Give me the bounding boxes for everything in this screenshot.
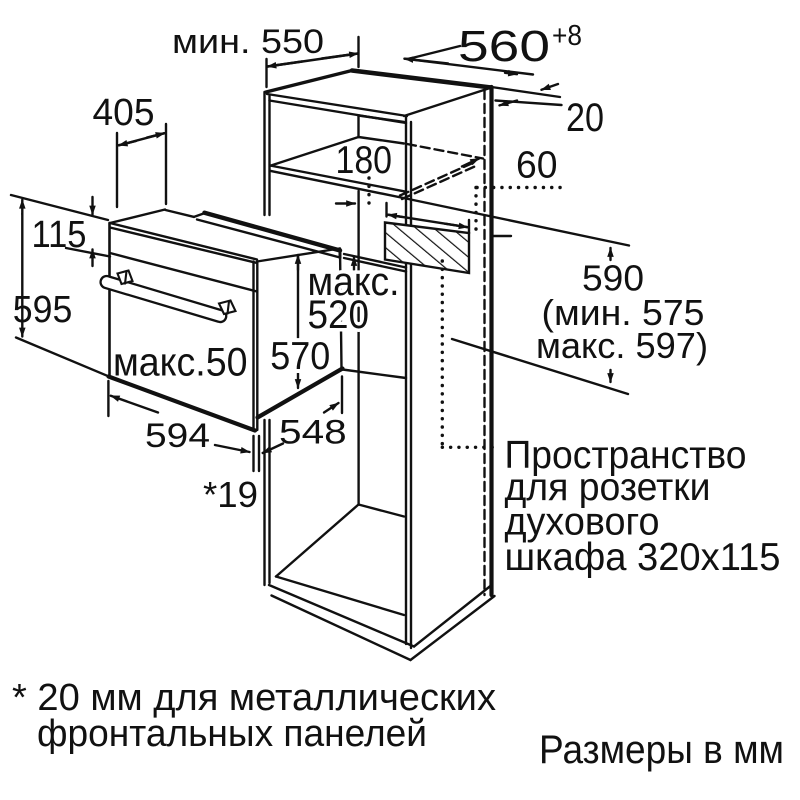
svg-text:*19: *19 [203, 474, 258, 515]
svg-text:для розетки: для розетки [505, 466, 711, 509]
svg-text:шкафа 320x115: шкафа 320x115 [505, 536, 781, 579]
svg-text:Размеры в мм: Размеры в мм [539, 728, 784, 772]
svg-text:* 20 мм для металлических: * 20 мм для металлических [12, 677, 496, 719]
svg-text:590: 590 [582, 258, 644, 299]
svg-text:макс. 597): макс. 597) [536, 325, 708, 366]
svg-text:594: 594 [145, 417, 210, 455]
svg-text:+8: +8 [552, 20, 582, 52]
svg-text:180: 180 [336, 139, 393, 182]
svg-text:405: 405 [93, 92, 155, 134]
svg-text:520: 520 [308, 293, 370, 337]
svg-text:макс.50: макс.50 [113, 341, 248, 385]
svg-text:(мин. 575: (мин. 575 [542, 292, 705, 333]
svg-text:570: 570 [270, 335, 330, 378]
svg-text:595: 595 [13, 289, 73, 331]
svg-text:548: 548 [279, 413, 347, 451]
svg-text:60: 60 [516, 145, 558, 187]
svg-text:Пространство: Пространство [505, 434, 747, 477]
svg-text:560: 560 [458, 22, 550, 71]
svg-text:мин. 550: мин. 550 [172, 23, 324, 61]
svg-text:фронтальных панелей: фронтальных панелей [37, 713, 427, 755]
svg-text:20: 20 [566, 96, 604, 140]
svg-text:макс.: макс. [308, 260, 400, 304]
svg-text:115: 115 [32, 214, 87, 256]
svg-text:духового: духового [505, 501, 660, 544]
